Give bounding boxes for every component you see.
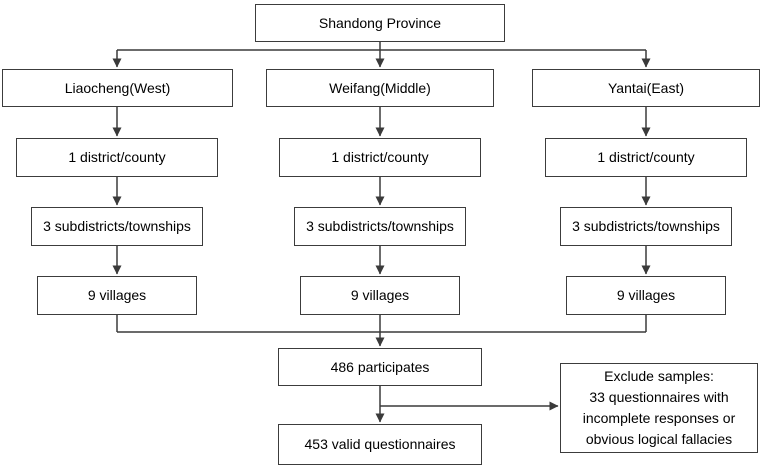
exclude-line-3: incomplete responses or (582, 410, 736, 426)
exclude-line-4: obvious logical fallacies (585, 431, 733, 447)
node-subdistricts-middle: 3 subdistricts/townships (294, 207, 466, 246)
exclude-line-1: Exclude samples: (604, 368, 714, 384)
node-subdistricts-west: 3 subdistricts/townships (31, 207, 203, 246)
node-district-middle: 1 district/county (279, 138, 481, 177)
exclude-line-2: 33 questionnaires with (589, 389, 729, 405)
node-shandong-province: Shandong Province (255, 4, 505, 42)
node-villages-west: 9 villages (37, 276, 197, 315)
node-region-yantai-east: Yantai(East) (532, 69, 760, 107)
node-district-east: 1 district/county (545, 138, 747, 177)
node-region-weifang-middle: Weifang(Middle) (266, 69, 494, 107)
node-region-liaocheng-west: Liaocheng(West) (2, 69, 233, 107)
node-villages-middle: 9 villages (300, 276, 460, 315)
node-participants: 486 participates (278, 348, 482, 386)
node-villages-east: 9 villages (566, 276, 726, 315)
node-exclude-samples: Exclude samples: 33 questionnaires with … (560, 363, 758, 453)
node-subdistricts-east: 3 subdistricts/townships (560, 207, 732, 246)
node-district-west: 1 district/county (16, 138, 218, 177)
node-valid-questionnaires: 453 valid questionnaires (278, 424, 482, 465)
